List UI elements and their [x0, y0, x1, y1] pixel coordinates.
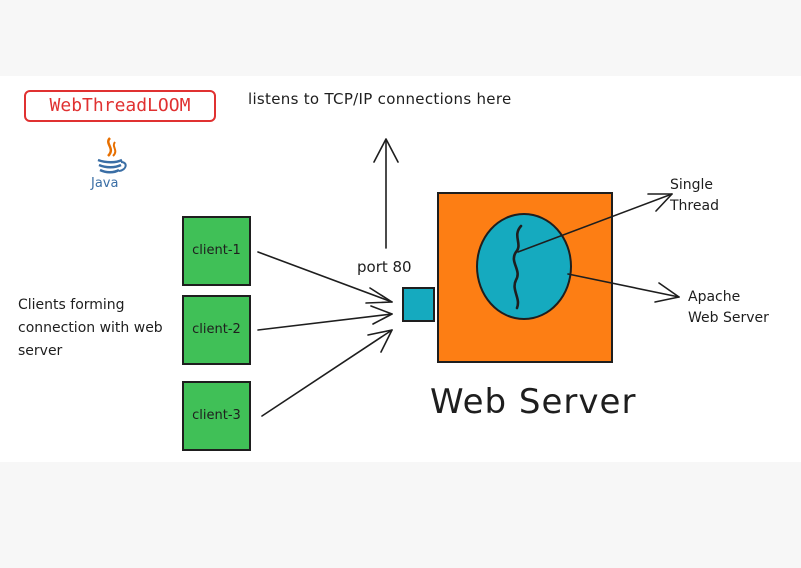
apache-label-line-2: Web Server — [688, 310, 769, 326]
single-thread-label-line-1: Single — [670, 177, 714, 193]
brand-badge: WebThreadLOOM — [24, 90, 216, 122]
single-thread-label: Single Thread — [670, 175, 719, 217]
client-box-2: client-2 — [182, 295, 251, 365]
apache-label: Apache Web Server — [688, 287, 769, 329]
listen-annotation: listens to TCP/IP connections here — [248, 90, 512, 108]
port-80-box — [402, 287, 435, 322]
web-server-title: Web Server — [430, 382, 637, 422]
port-label: port 80 — [357, 258, 412, 276]
java-coffee-cup-icon — [97, 137, 127, 174]
client-box-3: client-3 — [182, 381, 251, 451]
apache-label-line-1: Apache — [688, 289, 741, 305]
clients-caption: Clients forming connection with web serv… — [18, 297, 163, 359]
client-box-1: client-1 — [182, 216, 251, 286]
diagram-canvas — [0, 76, 801, 462]
java-logo-label: Java — [91, 176, 119, 191]
single-thread-label-line-2: Thread — [670, 198, 719, 214]
thread-circle — [476, 213, 572, 320]
